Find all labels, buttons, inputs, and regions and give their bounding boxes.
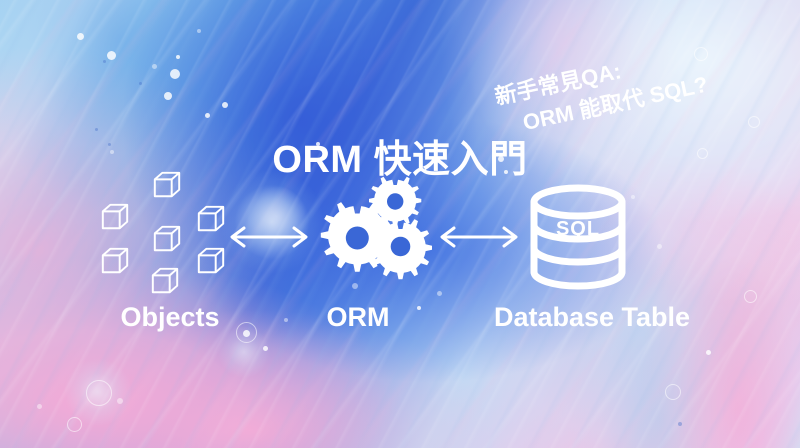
page-title: ORM 快速入門 (272, 139, 528, 181)
cube-icon (100, 246, 130, 276)
cube-icon (150, 266, 180, 296)
cube-icon (196, 246, 226, 276)
label-orm: ORM (326, 302, 390, 332)
cubes-icon (100, 162, 240, 297)
cube-icon (196, 204, 226, 234)
cube-icon (152, 224, 182, 254)
cube-icon (100, 202, 130, 232)
label-objects: Objects (120, 302, 220, 332)
cube-icon (152, 170, 182, 200)
double-arrow-icon (222, 224, 316, 250)
gears-icon (306, 176, 436, 291)
double-arrow-icon (432, 224, 526, 250)
database-inner-label: SQL (555, 218, 601, 240)
database-icon: SQL (524, 184, 632, 290)
label-database-table: Database Table (493, 302, 691, 332)
